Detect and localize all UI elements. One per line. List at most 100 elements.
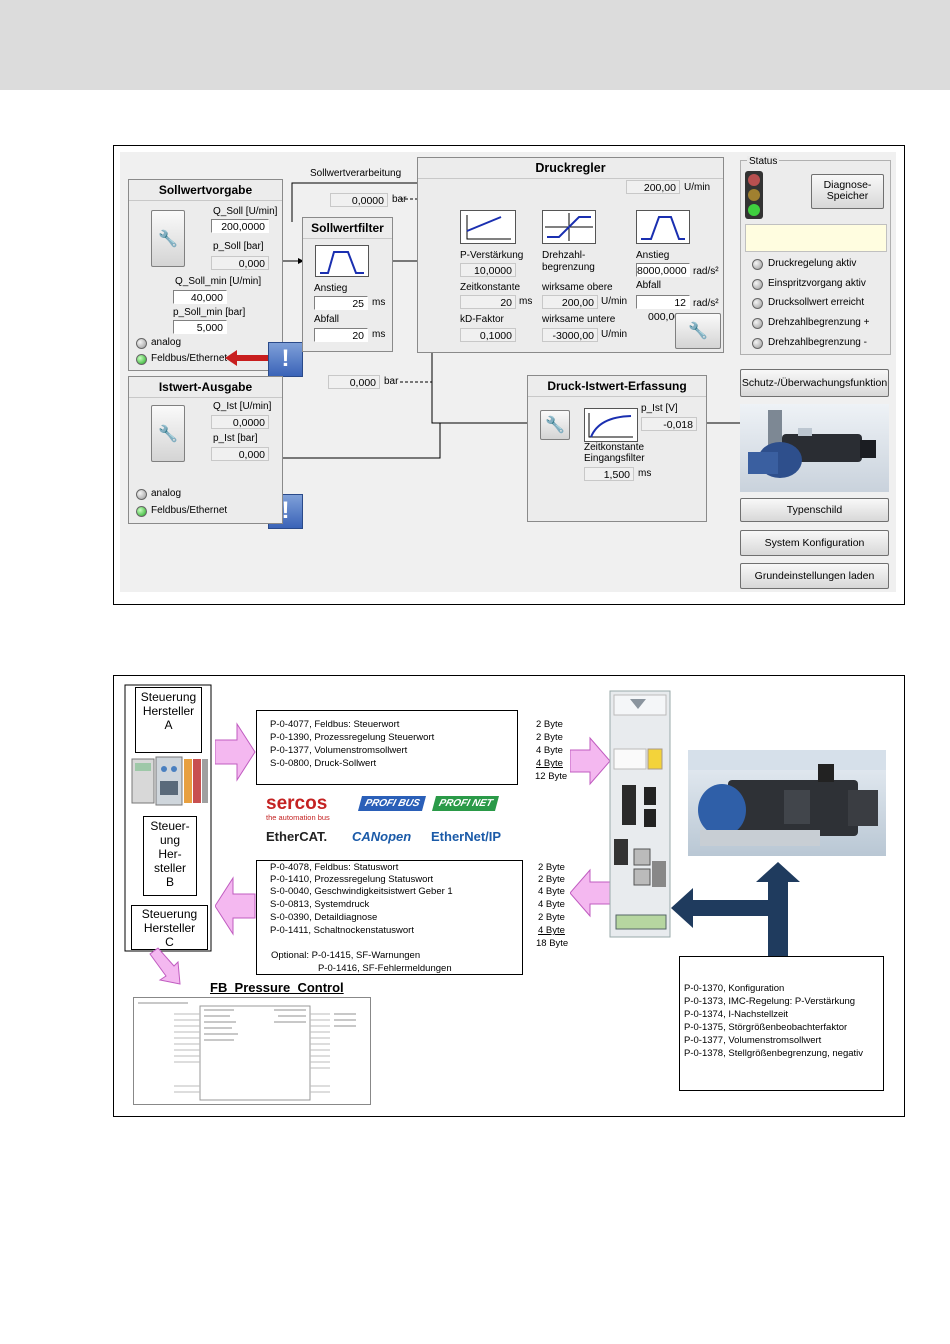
abfall-label: Abfall: [314, 314, 340, 325]
anstieg-field[interactable]: 25: [314, 296, 368, 310]
feldbus-label: Feldbus/Ethernet: [151, 353, 228, 364]
abfall-field[interactable]: 12 000,000: [636, 295, 690, 323]
param-id: S-0-0813,: [270, 899, 312, 910]
analog-radio[interactable]: [136, 489, 147, 500]
kd-faktor-field: 0,1000: [460, 328, 516, 342]
p-ist-v-field: -0,018: [641, 417, 697, 431]
status-panel: Status Diagnose- Speicher Druckregelung …: [740, 156, 891, 355]
anstieg-label: Anstieg: [636, 250, 670, 261]
param-id: S-0-0040,: [270, 886, 312, 897]
status-item: Drucksollwert erreicht: [768, 297, 865, 308]
anstieg-field[interactable]: 8000,0000: [636, 263, 690, 277]
q-ist-field: 0,0000: [211, 415, 269, 429]
param-id: P-0-1377,: [270, 745, 312, 756]
status-item: Einspritzvorgang aktiv: [768, 278, 866, 289]
wrench-icon[interactable]: 🔧: [540, 410, 570, 440]
config-row: P-0-1377, Volumenstromsollwert: [684, 1035, 822, 1046]
p-ist-v-label: p_Ist [V]: [641, 403, 678, 414]
param-desc: Prozessregelung Statuswort: [314, 874, 434, 885]
schutz-button[interactable]: Schutz-/Überwachungsfunktion: [740, 369, 889, 397]
param-desc: Druck-Sollwert: [314, 758, 377, 769]
byte-total: 18 Byte: [536, 938, 569, 949]
pink-arrow-command: [215, 722, 256, 782]
byte-size: 4 Byte: [536, 758, 563, 769]
config-row: P-0-1378, Stellgrößenbegrenzung, negativ: [684, 1048, 864, 1059]
status-led: [752, 279, 763, 290]
fb-block-diagram: [133, 997, 371, 1105]
wirksame-obere-field: 200,00: [542, 295, 598, 309]
wirksame-obere-label: wirksame obere: [542, 282, 613, 293]
byte-size: 4 Byte: [538, 925, 565, 936]
filter-field: 1,500: [584, 467, 634, 481]
panel-title: Druckregler: [418, 158, 723, 179]
optional-param: P-0-1416, SF-Fehlermeldungen: [318, 963, 452, 974]
status-led: [752, 298, 763, 309]
status-row: S-0-0813, Systemdruck: [270, 899, 369, 910]
panel-title: Istwert-Ausgabe: [129, 377, 282, 398]
abfall-field[interactable]: 20: [314, 328, 368, 342]
panel-title: Druck-Istwert-Erfassung: [528, 376, 706, 397]
abfall-label: Abfall: [636, 280, 662, 291]
q-soll-min-label: Q_Soll_min [U/min]: [175, 276, 262, 287]
diagnose-speicher-button[interactable]: Diagnose- Speicher: [811, 174, 884, 209]
param-desc: Detaildiagnose: [314, 912, 378, 923]
panel-title: Sollwertvorgabe: [129, 180, 282, 201]
analog-label: analog: [151, 337, 182, 348]
u-min-unit: U/min: [601, 329, 628, 340]
p-soll-min-field[interactable]: 5,000: [173, 320, 227, 334]
optional-label: Optional:: [271, 950, 310, 961]
steuerung-a-box: Steuerung Hersteller A: [135, 687, 202, 753]
byte-size: 2 Byte: [538, 862, 565, 873]
config-row: P-0-1374, I-Nachstellzeit: [684, 1009, 789, 1020]
byte-size: 2 Byte: [538, 912, 565, 923]
config-row: P-0-1370, Konfiguration: [684, 983, 785, 994]
grundeinstellungen-button[interactable]: Grundeinstellungen laden: [740, 563, 889, 589]
p-verstaerkung-label: P-Verstärkung: [460, 250, 524, 261]
feldbus-radio[interactable]: [136, 506, 147, 517]
eingangsfilter-label: Eingangsfilter: [584, 453, 645, 464]
q-soll-min-field[interactable]: 40,000: [173, 290, 227, 304]
zeitkonstante-label: Zeitkonstante: [460, 282, 521, 293]
p-soll-label: p_Soll [bar]: [213, 241, 264, 252]
ms-unit: ms: [372, 297, 386, 308]
pink-arrow-drive-in: [570, 736, 611, 786]
typenschild-button[interactable]: Typenschild: [740, 498, 889, 522]
byte-size: 4 Byte: [538, 899, 565, 910]
optional-row: Optional: P-0-1415, SF-Warnungen: [271, 950, 420, 961]
wrench-icon[interactable]: 🔧: [151, 210, 185, 267]
kd-faktor-label: kD-Faktor: [460, 314, 504, 325]
anstieg-label: Anstieg: [314, 283, 348, 294]
byte-size: 4 Byte: [536, 745, 563, 756]
sollwertverarbeitung-label: Sollwertverarbeitung: [310, 168, 402, 179]
pump-motor-image: [740, 404, 889, 492]
feldbus-radio[interactable]: [136, 354, 147, 365]
param-id: S-0-0390,: [270, 912, 312, 923]
wirksame-untere-label: wirksame untere: [542, 314, 616, 325]
sercos-logo: sercos the automation bus: [266, 793, 330, 822]
q-soll-field[interactable]: 200,0000: [211, 219, 269, 233]
param-id: S-0-0800,: [270, 758, 312, 769]
wrench-icon[interactable]: 🔧: [675, 313, 721, 349]
param-desc: Systemdruck: [314, 899, 370, 910]
sercos-logo-text: sercos: [266, 793, 328, 814]
druck-istwert-panel: Druck-Istwert-Erfassung 🔧 p_Ist [V] -0,0…: [527, 375, 707, 522]
wrench-icon[interactable]: 🔧: [151, 405, 185, 462]
zeitkonstante-field: 20: [460, 295, 516, 309]
steuerung-c-box: Steuerung Hersteller C: [131, 905, 208, 950]
command-row: P-0-1390, Prozessregelung Steuerwort: [270, 732, 434, 743]
ms-unit: ms: [372, 329, 386, 340]
bar-unit: bar: [392, 194, 407, 205]
wirksame-untere-field: -3000,00: [542, 328, 598, 342]
byte-size: 2 Byte: [536, 719, 563, 730]
system-konfiguration-button[interactable]: System Konfiguration: [740, 530, 889, 556]
profibus-logo: PROFI BUS: [357, 796, 427, 811]
param-id: P-0-1390,: [270, 732, 312, 743]
pink-arrow-status: [215, 876, 256, 936]
warning-icon: !: [268, 342, 303, 377]
status-item: Drehzahlbegrenzung -: [768, 337, 867, 348]
status-row: S-0-0390, Detaildiagnose: [270, 912, 377, 923]
pink-arrow-drive-out: [570, 868, 611, 918]
analog-radio[interactable]: [136, 338, 147, 349]
sollwertvorgabe-panel: Sollwertvorgabe 🔧 Q_Soll [U/min] 200,000…: [128, 179, 283, 371]
controller-bracket: [124, 684, 212, 952]
